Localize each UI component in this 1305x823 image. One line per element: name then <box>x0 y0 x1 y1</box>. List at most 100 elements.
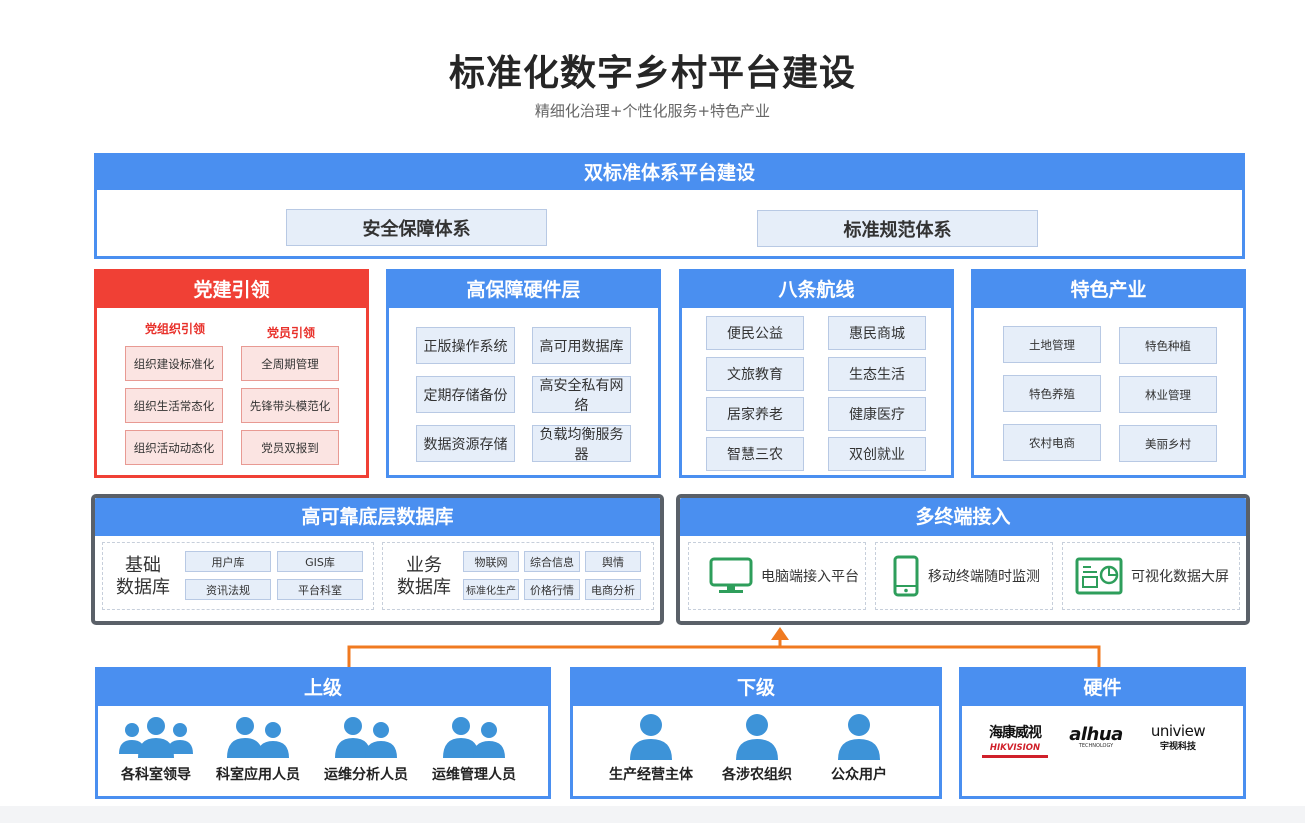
lower-user-label: 生产经营主体 <box>609 767 693 783</box>
upper-user-label: 各科室领导 <box>121 767 191 783</box>
user-pair-icon <box>443 717 505 758</box>
industry-item: 林业管理 <box>1119 376 1217 413</box>
hikvision-logo: 海康威视 HIKVISION <box>982 722 1048 758</box>
route-item: 居家养老 <box>706 397 804 431</box>
biz-database-item: 物联网 <box>463 551 519 572</box>
hardware-layer-item: 高安全私有网络 <box>532 376 631 414</box>
lower-user: 各涉农组织 <box>707 712 807 784</box>
biz-database-item: 价格行情 <box>524 579 580 600</box>
uniview-logo-en: uniview <box>1150 722 1206 740</box>
lower-user-label: 公众用户 <box>831 767 887 783</box>
hardware-layer-header: 高保障硬件层 <box>389 272 658 308</box>
routes-panel: 八条航线 便民公益 惠民商城 文旅教育 生态生活 居家养老 健康医疗 智慧三农 … <box>679 269 954 478</box>
lower-header: 下级 <box>573 670 939 706</box>
uniview-logo-cn: 宇视科技 <box>1159 742 1196 752</box>
base-database-name-1: 基础 <box>125 555 161 576</box>
upper-user: 运维管理人员 <box>424 714 524 784</box>
page-subtitle: 精细化治理+个性化服务+特色产业 <box>534 102 771 120</box>
route-item: 双创就业 <box>828 437 926 471</box>
hikvision-logo-cn: 海康威视 <box>989 725 1042 741</box>
industry-panel: 特色产业 土地管理 特色种植 特色养殖 林业管理 农村电商 美丽乡村 <box>971 269 1246 478</box>
route-item: 便民公益 <box>706 316 804 350</box>
terminal-mobile: 移动终端随时监测 <box>892 555 1040 597</box>
bottom-strip <box>0 806 1305 823</box>
hardware-layer-item: 定期存储备份 <box>416 376 515 413</box>
industry-item: 农村电商 <box>1003 424 1101 461</box>
biz-database-name-2: 数据库 <box>397 577 451 598</box>
mobile-phone-icon <box>893 555 919 597</box>
route-item: 健康医疗 <box>828 397 926 431</box>
user-icon <box>838 714 880 760</box>
upper-user-label: 运维分析人员 <box>324 767 408 783</box>
dahua-logo-text: alhua <box>1069 724 1123 745</box>
terminal-pc-label: 电脑端接入平台 <box>761 569 859 585</box>
lower-user: 公众用户 <box>809 712 909 784</box>
terminal-mobile-label: 移动终端随时监测 <box>928 569 1040 585</box>
route-item: 智慧三农 <box>706 437 804 471</box>
user-pair-icon <box>335 717 397 758</box>
dahua-logo-sub: TECHNOLOGY <box>1078 743 1114 749</box>
hardware-layer-panel: 高保障硬件层 正版操作系统 高可用数据库 定期存储备份 高安全私有网络 数据资源… <box>386 269 661 478</box>
uniview-logo: uniview 宇视科技 <box>1145 722 1211 752</box>
upper-user: 运维分析人员 <box>316 714 416 784</box>
connector-line <box>347 645 1101 668</box>
member-lead-label: 党员引领 <box>266 326 315 340</box>
hardware-layer-item: 数据资源存储 <box>416 425 515 462</box>
base-database-name: 基础 数据库 <box>113 555 173 599</box>
dahua-logo: alhua TECHNOLOGY <box>1063 724 1129 749</box>
arrow-up-icon <box>771 627 789 640</box>
party-member-item: 党员双报到 <box>241 430 339 465</box>
base-database-item: GIS库 <box>277 551 363 572</box>
terminal-pc-card: 电脑端接入平台 <box>688 542 866 610</box>
base-database-item: 平台科室 <box>277 579 363 600</box>
user-group-icon <box>119 717 193 758</box>
lower-user-label: 各涉农组织 <box>722 767 792 783</box>
security-system-box: 安全保障体系 <box>286 209 547 246</box>
org-lead-label: 党组织引领 <box>144 322 205 336</box>
party-org-item: 组织生活常态化 <box>125 388 223 423</box>
biz-database-item: 电商分析 <box>585 579 641 600</box>
hardware-vendors-panel: 硬件 海康威视 HIKVISION alhua TECHNOLOGY univi… <box>959 667 1246 799</box>
upper-user: 科室应用人员 <box>208 714 308 784</box>
terminal-screen: 可视化数据大屏 <box>1075 557 1229 595</box>
upper-user-label: 科室应用人员 <box>216 767 300 783</box>
hardware-layer-item: 正版操作系统 <box>416 327 515 364</box>
biz-database-item: 标准化生产 <box>463 579 519 600</box>
terminal-pc: 电脑端接入平台 <box>709 557 859 595</box>
terminal-screen-card: 可视化数据大屏 <box>1062 542 1240 610</box>
upper-header: 上级 <box>98 670 548 706</box>
lower-panel: 下级 生产经营主体 各涉农组织 公众用户 <box>570 667 942 799</box>
base-database-name-2: 数据库 <box>116 577 170 598</box>
base-database-item: 用户库 <box>185 551 271 572</box>
party-member-item: 全周期管理 <box>241 346 339 381</box>
industry-item: 特色养殖 <box>1003 375 1101 412</box>
hardware-layer-item: 高可用数据库 <box>532 327 631 364</box>
route-item: 惠民商城 <box>828 316 926 350</box>
standards-header: 双标准体系平台建设 <box>97 156 1242 190</box>
base-database-item: 资讯法规 <box>185 579 271 600</box>
upper-user-label: 运维管理人员 <box>432 767 516 783</box>
standards-panel: 双标准体系平台建设 安全保障体系 标准规范体系 <box>94 153 1245 259</box>
user-icon <box>736 714 778 760</box>
user-icon <box>630 714 672 760</box>
user-pair-icon <box>227 717 289 758</box>
base-database-group: 基础 数据库 用户库 GIS库 资讯法规 平台科室 <box>102 542 374 610</box>
route-item: 文旅教育 <box>706 357 804 391</box>
terminal-mobile-card: 移动终端随时监测 <box>875 542 1053 610</box>
biz-database-group: 业务 数据库 物联网 综合信息 舆情 标准化生产 价格行情 电商分析 <box>382 542 654 610</box>
hikvision-logo-en: HIKVISION <box>989 743 1041 753</box>
terminals-header: 多终端接入 <box>680 498 1246 536</box>
biz-database-name: 业务 数据库 <box>391 555 457 599</box>
lower-user: 生产经营主体 <box>601 712 701 784</box>
biz-database-item: 舆情 <box>585 551 641 572</box>
industry-item: 特色种植 <box>1119 327 1217 364</box>
hardware-layer-item: 负载均衡服务器 <box>532 425 631 463</box>
terminals-panel: 多终端接入 电脑端接入平台 移动终端随时监测 <box>676 494 1250 625</box>
party-header: 党建引领 <box>97 272 366 308</box>
industry-item: 土地管理 <box>1003 326 1101 363</box>
party-org-item: 组织建设标准化 <box>125 346 223 381</box>
biz-database-item: 综合信息 <box>524 551 580 572</box>
industry-item: 美丽乡村 <box>1119 425 1217 462</box>
page-title: 标准化数字乡村平台建设 <box>448 53 856 94</box>
